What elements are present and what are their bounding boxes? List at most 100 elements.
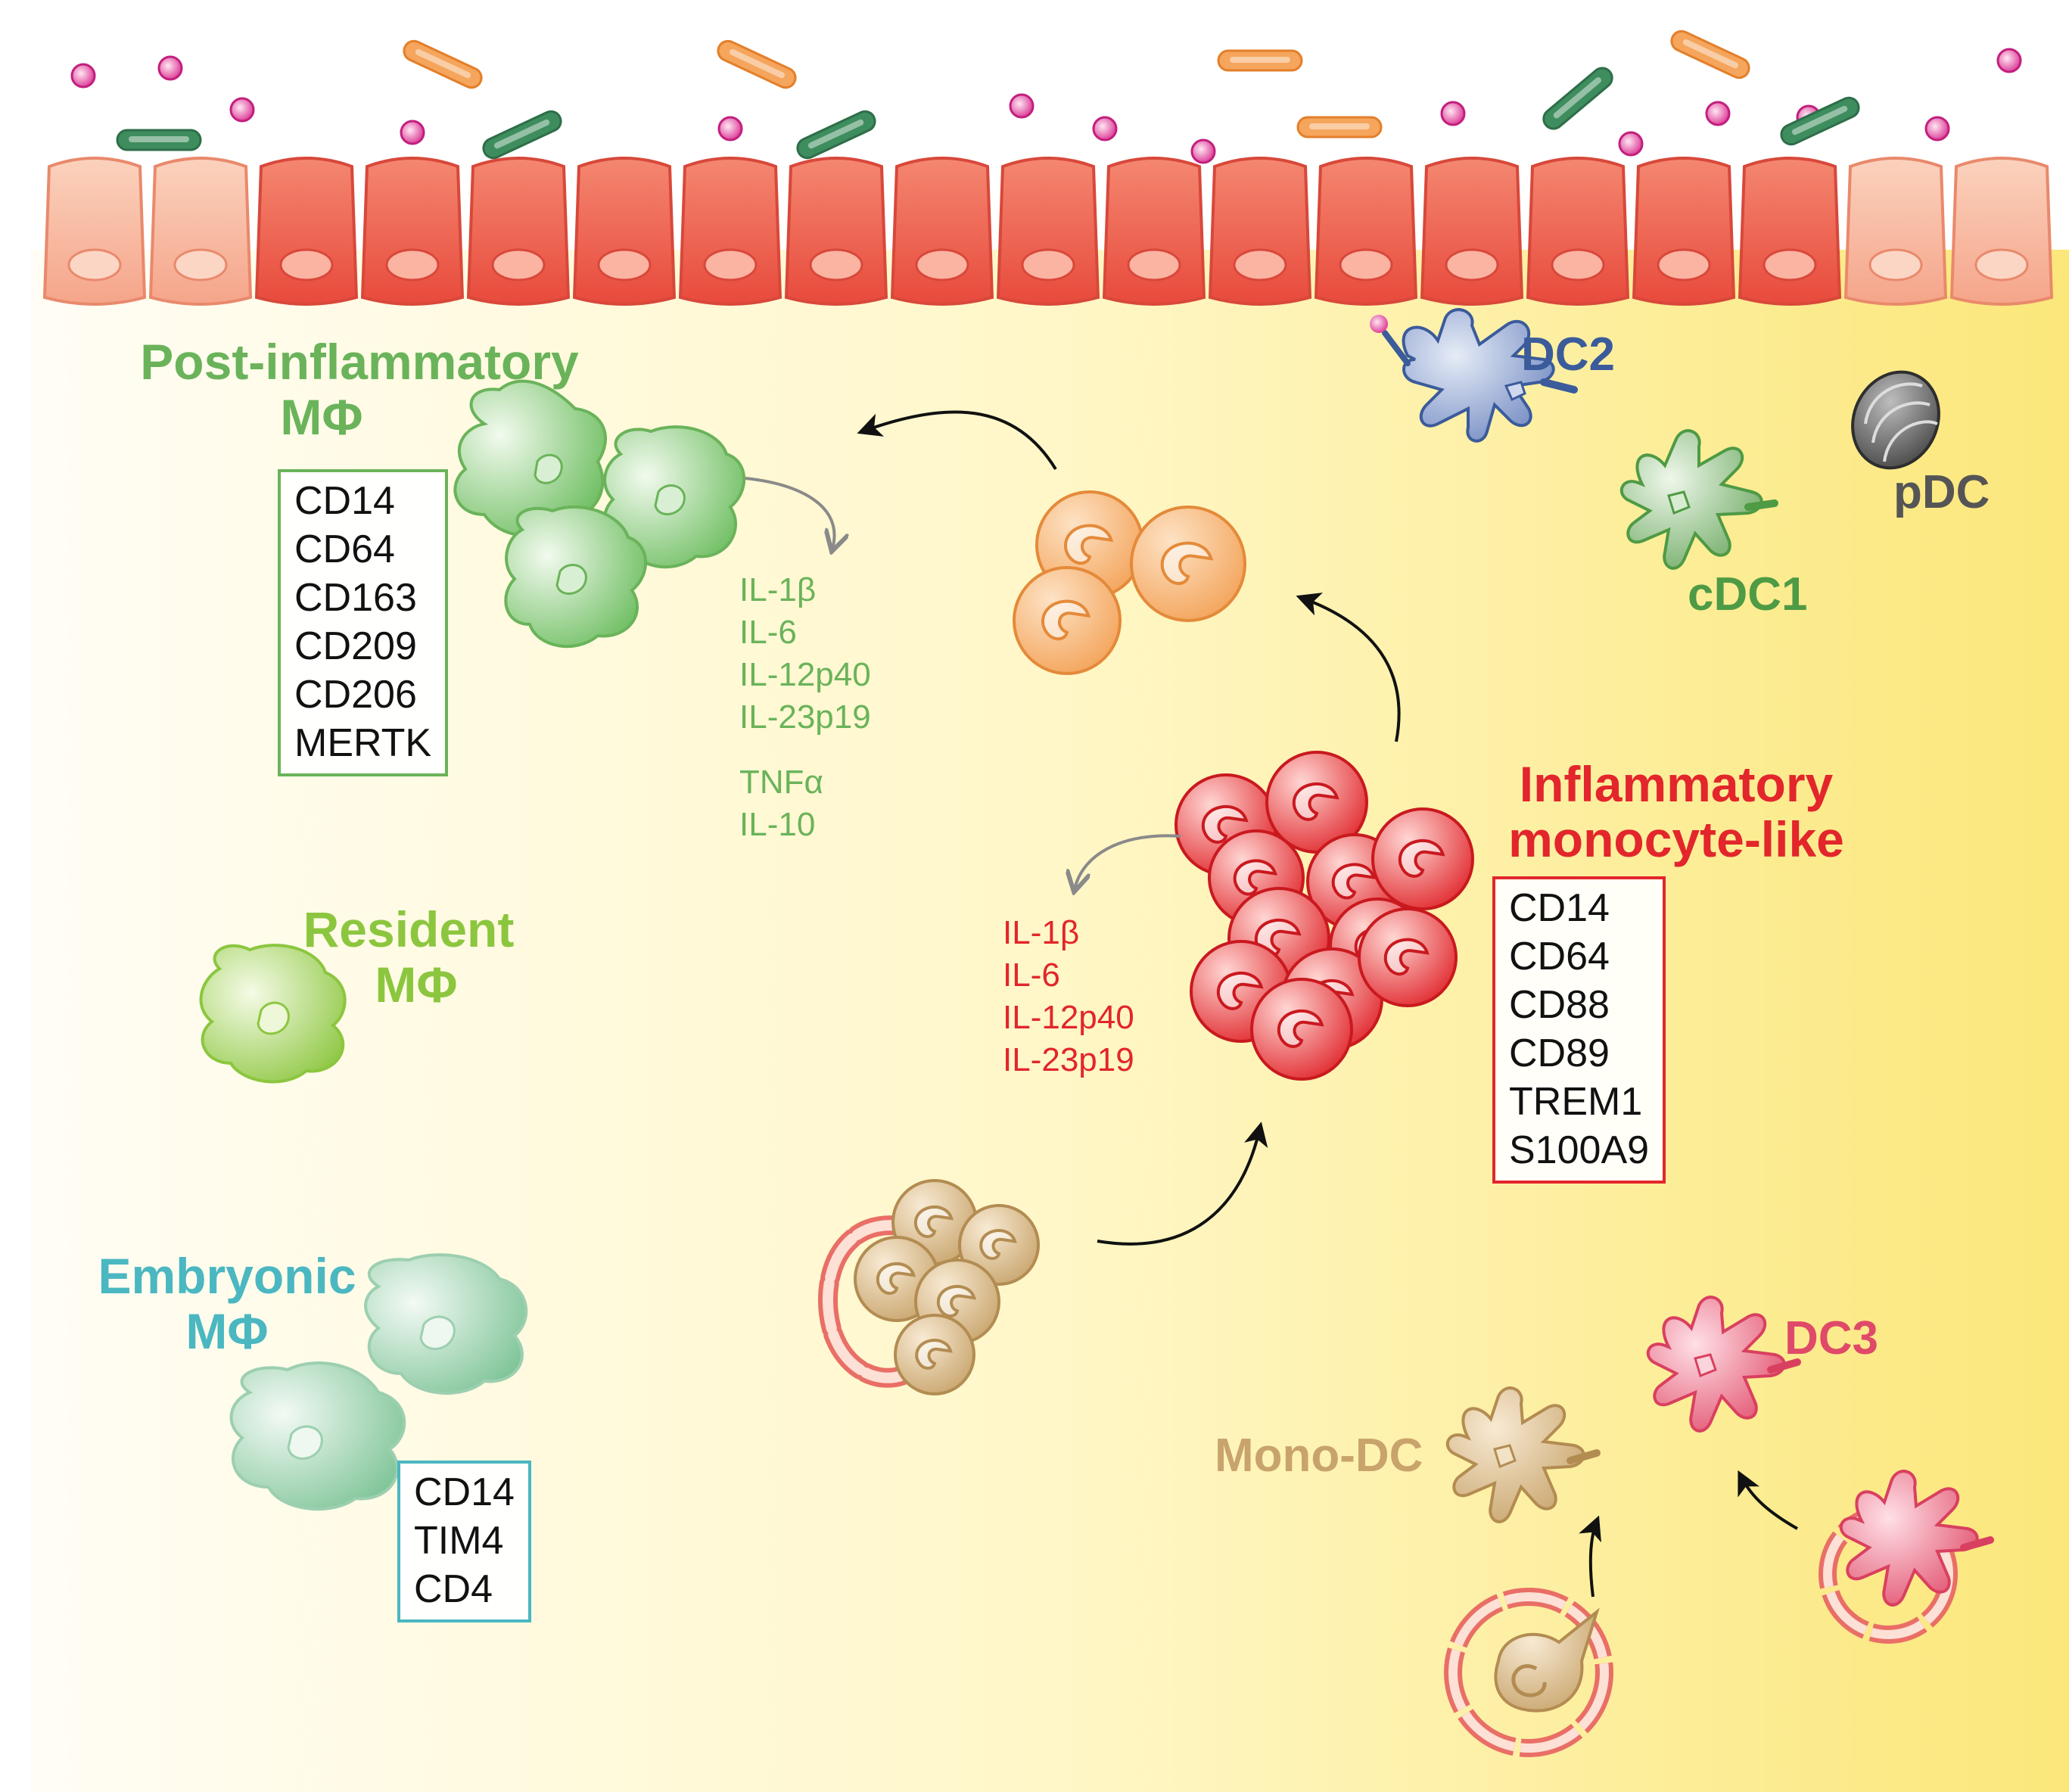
dc2-label: DC2 <box>1521 328 1616 381</box>
bacterium-rod <box>403 39 483 89</box>
epithelium-layer <box>42 157 2054 306</box>
microbe-dot <box>157 55 183 81</box>
cytokine: TNFα <box>739 764 823 801</box>
bacterium-rod <box>796 110 876 160</box>
microbe-dot <box>1924 116 1950 142</box>
inflammatory-cytokines: IL-1β IL-6 IL-12p40 IL-23p19 <box>1003 912 1134 1081</box>
microbe-dot <box>1092 116 1118 142</box>
marker: TREM1 <box>1509 1080 1643 1124</box>
arrow-post-inflammatory-cytokines <box>745 477 834 549</box>
microbe-dot <box>717 116 743 142</box>
mono-dc-cell <box>1445 1386 1601 1523</box>
classical-monocyte <box>894 1314 975 1395</box>
arrow-inflammatory-to-orange <box>1296 593 1401 742</box>
inflammatory-title-line1: Inflammatory <box>1519 756 1834 812</box>
inflammatory-monocyte <box>1358 907 1458 1007</box>
embryonic-title-line2: MΦ <box>185 1302 269 1359</box>
marker: CD163 <box>294 576 417 620</box>
marker: TIM4 <box>414 1519 504 1563</box>
inflammatory-monocyte-title: Inflammatory monocyte-like <box>1479 757 1873 866</box>
epithelial-cell <box>360 157 465 306</box>
orange-monocyte <box>1013 566 1122 675</box>
microbe-dot <box>1009 93 1034 119</box>
epithelial-cell <box>678 157 782 306</box>
epithelial-cell <box>254 157 359 306</box>
mono-dc-precursor-in-vessel <box>1444 1588 1613 1757</box>
inflammatory-title-line2: monocyte-like <box>1508 810 1844 867</box>
post-inflammatory-title: Post-inflammatory MΦ <box>117 334 602 444</box>
epithelial-cell <box>890 157 994 306</box>
bacterium-rod <box>1217 49 1303 72</box>
microbe-dot <box>1618 131 1644 157</box>
inflammatory-monocyte <box>1371 807 1474 910</box>
epithelial-cell <box>572 157 677 306</box>
resident-title-line2: MΦ <box>375 956 458 1013</box>
arrow-precursor-to-mono-dc <box>1579 1515 1601 1598</box>
bacterium-rod <box>482 110 562 160</box>
microbe-dot <box>1440 101 1466 126</box>
resident-title-line1: Resident <box>303 901 515 957</box>
marker: CD88 <box>1509 983 1610 1027</box>
microbe-dot <box>1705 101 1731 126</box>
post-inflammatory-marker-box: CD14 CD64 CD163 CD209 CD206 MERTK <box>278 469 449 776</box>
embryonic-title-line1: Embryonic <box>98 1248 356 1304</box>
epithelial-cell <box>996 157 1100 306</box>
marker: MERTK <box>294 721 432 765</box>
pdc-cell <box>1851 370 1940 470</box>
bacterium-rod <box>116 129 202 151</box>
differentiation-arrows <box>745 410 1798 1598</box>
microbe-dot <box>229 97 255 123</box>
epithelial-cell <box>466 157 571 306</box>
marker: S100A9 <box>1509 1128 1650 1172</box>
resident-macrophage <box>199 944 347 1084</box>
marker: CD209 <box>294 624 417 668</box>
epithelial-cell <box>1420 157 1524 306</box>
epithelial-cell <box>1526 157 1630 306</box>
epithelial-cell <box>1738 157 1842 306</box>
marker: CD14 <box>414 1470 515 1514</box>
marker: CD14 <box>294 479 395 523</box>
bacterium-rod <box>1670 30 1750 79</box>
inflammatory-monocyte-cluster <box>1175 751 1474 1081</box>
embryonic-macrophage-title: Embryonic MΦ <box>87 1249 367 1358</box>
orange-monocyte <box>1130 506 1246 622</box>
cdc1-cell <box>1619 429 1778 570</box>
cytokine: IL-23p19 <box>1003 1041 1134 1078</box>
epithelial-cell-light <box>1843 157 1948 306</box>
marker: CD4 <box>414 1567 493 1611</box>
epithelial-cell <box>784 157 888 306</box>
orange-monocyte-cluster <box>1013 490 1246 675</box>
cytokine: IL-12p40 <box>739 656 871 693</box>
cytokine: IL-1β <box>739 571 817 608</box>
marker: CD64 <box>1509 935 1610 978</box>
epithelial-cell <box>1632 157 1736 306</box>
cytokine: IL-23p19 <box>739 698 871 736</box>
bacterium-rod <box>1780 96 1860 146</box>
dc3-label: DC3 <box>1784 1312 1879 1364</box>
marker: CD64 <box>294 527 395 571</box>
inflammatory-monocyte <box>1265 751 1368 854</box>
microbe-dot <box>400 120 425 145</box>
bacterium-rod <box>1296 116 1383 138</box>
inflammatory-marker-box: CD14 CD64 CD88 CD89 TREM1 S100A9 <box>1492 876 1666 1184</box>
epithelial-cell-light <box>1949 157 2054 306</box>
microbe-dot <box>1996 48 2022 73</box>
epithelial-cell <box>1314 157 1418 306</box>
epithelial-cell-light <box>42 157 147 306</box>
dc3-cell <box>1646 1296 1801 1433</box>
inflammatory-monocyte <box>1250 978 1353 1081</box>
epithelial-cell <box>1102 157 1206 306</box>
resident-macrophage-title: Resident MΦ <box>291 902 526 1012</box>
dc2-cell <box>1370 308 1578 443</box>
mono-dc-label: Mono-DC <box>1215 1430 1423 1482</box>
arrow-inflammatory-cytokines <box>1075 834 1181 889</box>
epithelial-cell <box>1208 157 1312 306</box>
post-inflammatory-macrophage-cluster <box>453 379 746 649</box>
dc3-precursor-in-vessel <box>1819 1470 1994 1644</box>
cytokine: IL-12p40 <box>1003 999 1134 1036</box>
embryonic-marker-box: CD14 TIM4 CD4 <box>397 1461 531 1622</box>
microbe-dot <box>70 63 96 89</box>
marker: CD206 <box>294 673 417 717</box>
cytokine: IL-6 <box>1003 957 1060 994</box>
